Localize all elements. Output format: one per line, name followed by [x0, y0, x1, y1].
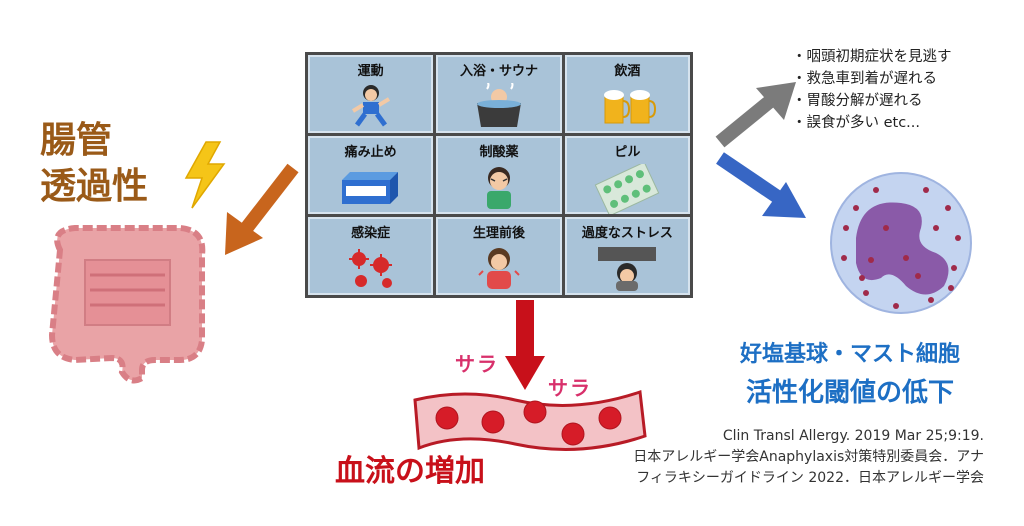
- cell-pill: ピル: [564, 136, 690, 214]
- trigger-grid: 運動 入浴・サウナ 飲酒 痛み止め: [305, 52, 693, 298]
- granule: [933, 225, 939, 231]
- granule: [853, 205, 859, 211]
- orange-arrow: [225, 163, 299, 255]
- gut-label-line2: 透過性: [40, 166, 149, 207]
- granule: [843, 225, 849, 231]
- symptom-list: ・咽頭初期症状を見逃す ・救急車到着が遅れる ・胃酸分解が遅れる ・誤食が多い …: [792, 46, 952, 134]
- cell-stress: 過度なストレス: [564, 217, 690, 295]
- granule: [951, 265, 957, 271]
- granule: [841, 255, 847, 261]
- virus-icon: [348, 249, 392, 288]
- cell-bath-sauna: 入浴・サウナ: [436, 55, 562, 133]
- cell-exercise: 運動: [308, 55, 434, 133]
- stomach-ache-person-icon: [486, 167, 511, 209]
- stressed-person-icon: [598, 247, 657, 291]
- granule: [945, 205, 951, 211]
- menstrual-pain-person-icon: [478, 248, 520, 289]
- reference-line: Clin Transl Allergy. 2019 Mar 25;9:19.: [722, 428, 984, 444]
- lightning-icon: [184, 141, 226, 209]
- granule: [928, 297, 934, 303]
- cell-label: 感染症: [351, 226, 391, 241]
- intestine-icon: [48, 225, 206, 384]
- cell-label: 過度なストレス: [581, 226, 673, 241]
- granule: [948, 285, 954, 291]
- blood-flow-increase-label: 血流の増加: [335, 454, 485, 489]
- granule: [863, 290, 869, 296]
- cell-infection: 感染症: [308, 217, 434, 295]
- cell-label: ピル: [614, 145, 641, 160]
- reference-line: フィラキシーガイドライン 2022．日本アレルギー学会: [636, 470, 984, 486]
- cell-activation-label: 好塩基球・マスト細胞 活性化閾値の低下: [700, 336, 1000, 409]
- symptom-item: ・咽頭初期症状を見逃す: [792, 49, 952, 65]
- references: Clin Transl Allergy. 2019 Mar 25;9:19. 日…: [633, 426, 984, 489]
- sara-text-1: サラ: [455, 352, 499, 376]
- symptom-item: ・救急車到着が遅れる: [792, 71, 937, 87]
- cell-type-text: 好塩基球・マスト細胞: [739, 342, 960, 367]
- cell-label: 生理前後: [472, 226, 525, 241]
- granule: [883, 225, 889, 231]
- mast-cell-icon: [830, 172, 972, 314]
- pill-sheet-icon: [595, 164, 660, 214]
- granule: [903, 255, 909, 261]
- painkiller-box-icon: [341, 172, 398, 204]
- cell-label: 入浴・サウナ: [459, 64, 538, 79]
- granule: [893, 303, 899, 309]
- red-arrow: [505, 300, 545, 390]
- granule: [868, 257, 874, 263]
- gray-arrow: [715, 82, 796, 148]
- granule: [955, 235, 961, 241]
- cell-label: 飲酒: [614, 64, 641, 79]
- symptom-item: ・誤食が多い etc...: [792, 115, 921, 131]
- gut-label-line1: 腸管: [40, 120, 113, 161]
- cell-alcohol: 飲酒: [564, 55, 690, 133]
- cell-label: 運動: [357, 64, 384, 79]
- reference-line: 日本アレルギー学会Anaphylaxis対策特別委員会．アナ: [633, 449, 984, 465]
- cell-label: 制酸薬: [479, 145, 519, 160]
- symptom-item: ・胃酸分解が遅れる: [792, 93, 923, 109]
- running-person-icon: [351, 85, 390, 127]
- cell-antacid: 制酸薬: [436, 136, 562, 214]
- gut-permeability-label: 腸管 透過性: [40, 118, 148, 210]
- activation-threshold-text: 活性化閾値の低下: [745, 378, 954, 408]
- blue-arrow: [716, 152, 806, 218]
- granule: [915, 273, 921, 279]
- beer-mugs-icon: [604, 90, 657, 124]
- sara-text-2: サラ: [548, 376, 592, 400]
- cell-label: 痛み止め: [344, 145, 397, 160]
- bath-tub-icon: [476, 83, 521, 127]
- granule: [859, 275, 865, 281]
- cell-painkiller: 痛み止め: [308, 136, 434, 214]
- cell-menstrual: 生理前後: [436, 217, 562, 295]
- blood-vessel-icon: [413, 389, 647, 451]
- granule: [873, 187, 879, 193]
- granule: [923, 187, 929, 193]
